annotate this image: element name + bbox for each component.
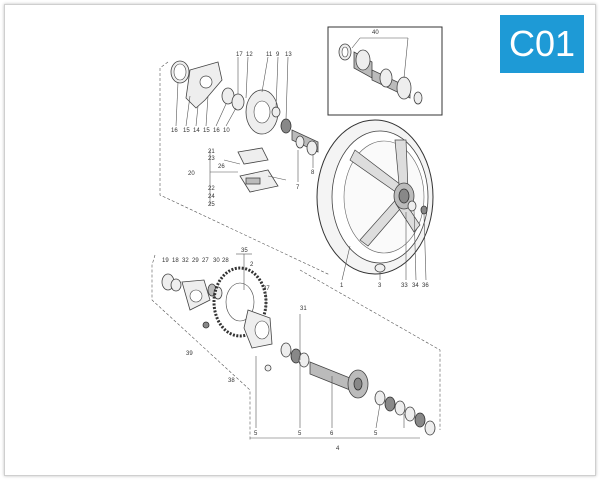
label-6: 6 bbox=[330, 431, 334, 437]
label-25: 25 bbox=[208, 202, 215, 208]
leader-lines bbox=[175, 56, 427, 429]
section-code-badge: C01 bbox=[500, 15, 584, 73]
label-15-a: 15 bbox=[183, 128, 190, 134]
label-30: 30 bbox=[213, 258, 220, 264]
label-20: 20 bbox=[188, 171, 195, 177]
label-39: 39 bbox=[186, 351, 193, 357]
label-14: 14 bbox=[193, 128, 200, 134]
label-11: 11 bbox=[266, 52, 273, 58]
label-28: 28 bbox=[222, 258, 229, 264]
label-4: 4 bbox=[336, 446, 340, 452]
label-26: 26 bbox=[218, 164, 225, 170]
label-29: 29 bbox=[192, 258, 199, 264]
label-40: 40 bbox=[372, 30, 379, 36]
label-10: 10 bbox=[223, 128, 230, 134]
label-9: 9 bbox=[276, 52, 280, 58]
label-5-b: 5 bbox=[298, 431, 302, 437]
label-31: 31 bbox=[300, 306, 307, 312]
part-number-labels: 40 17 12 11 9 13 16 15 14 15 16 10 21 23… bbox=[162, 30, 429, 452]
rear-wheel bbox=[316, 119, 434, 275]
label-22: 22 bbox=[208, 186, 215, 192]
label-37: 37 bbox=[263, 286, 270, 292]
label-23: 23 bbox=[208, 156, 215, 162]
label-16-a: 16 bbox=[171, 128, 178, 134]
label-19: 19 bbox=[162, 258, 169, 264]
label-18: 18 bbox=[172, 258, 179, 264]
label-8: 8 bbox=[311, 170, 315, 176]
label-2: 2 bbox=[250, 262, 254, 268]
lower-axle-group bbox=[250, 342, 436, 439]
label-36: 36 bbox=[422, 283, 429, 289]
label-15-b: 15 bbox=[203, 128, 210, 134]
label-21: 21 bbox=[208, 149, 215, 155]
label-7: 7 bbox=[296, 185, 300, 191]
label-17: 17 bbox=[236, 52, 243, 58]
label-32: 32 bbox=[182, 258, 189, 264]
label-5-a: 5 bbox=[254, 431, 258, 437]
inset-box-hub bbox=[327, 26, 443, 116]
label-1: 1 bbox=[340, 283, 344, 289]
label-27: 27 bbox=[202, 258, 209, 264]
label-13: 13 bbox=[285, 52, 292, 58]
label-33: 33 bbox=[401, 283, 408, 289]
label-38: 38 bbox=[228, 378, 235, 384]
label-35: 35 bbox=[241, 248, 248, 254]
label-34: 34 bbox=[412, 283, 419, 289]
label-24: 24 bbox=[208, 194, 215, 200]
label-12: 12 bbox=[246, 52, 253, 58]
label-5-c: 5 bbox=[374, 431, 378, 437]
upper-left-parts bbox=[170, 60, 319, 156]
group-boundary-lines bbox=[151, 61, 441, 440]
caliper-assembly bbox=[209, 147, 287, 205]
label-16-b: 16 bbox=[213, 128, 220, 134]
sprocket-group bbox=[161, 266, 273, 372]
label-3: 3 bbox=[378, 283, 382, 289]
